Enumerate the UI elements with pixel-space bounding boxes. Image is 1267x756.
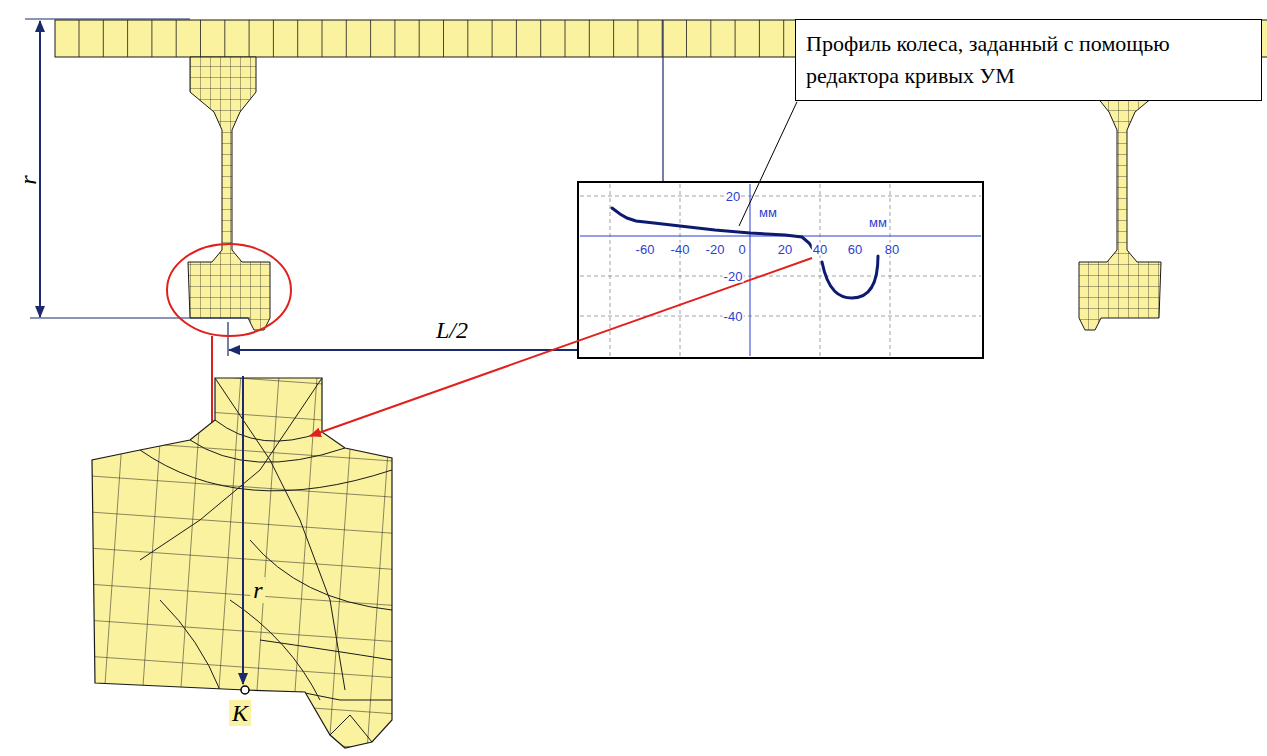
- mesh-line: [492, 20, 493, 57]
- wheel-mesh: [188, 57, 270, 330]
- mesh-line: [637, 20, 638, 57]
- axis-tick: -40: [670, 243, 691, 256]
- mesh-line: [443, 20, 444, 57]
- dimension-lines: [25, 19, 663, 356]
- mesh-line: [467, 20, 468, 57]
- mesh-line: [346, 20, 347, 57]
- mesh-line: [686, 20, 687, 57]
- mesh-line: [322, 20, 323, 57]
- mesh-line: [565, 20, 566, 57]
- axis-tick: 0: [737, 243, 746, 256]
- mesh-line: [79, 20, 80, 57]
- leader-line: [739, 102, 797, 226]
- mesh-line: [200, 20, 201, 57]
- mesh-line: [249, 20, 250, 57]
- mesh-line: [759, 20, 760, 57]
- zoom-mesh: [80, 370, 410, 756]
- mesh-line: [151, 20, 152, 57]
- mesh-line: [103, 20, 104, 57]
- radius-line: [242, 376, 244, 684]
- callout-text: Профиль колеса, заданный с помощью редак…: [806, 28, 1251, 92]
- axis-tick: 20: [777, 243, 793, 256]
- point-label: K: [229, 700, 251, 726]
- mesh-line: [589, 20, 590, 57]
- mesh-line: [783, 20, 784, 57]
- point-k: [241, 686, 249, 694]
- axis-tick: -20: [705, 243, 726, 256]
- dimension-label: r: [250, 577, 265, 603]
- mesh-line: [176, 20, 177, 57]
- axis-tick: -40: [723, 310, 744, 323]
- mesh-line: [370, 20, 371, 57]
- mesh-line: [710, 20, 711, 57]
- mesh-line: [419, 20, 420, 57]
- mesh-line: [735, 20, 736, 57]
- mesh-line: [516, 20, 517, 57]
- axis-tick: -60: [635, 243, 656, 256]
- axis-unit: мм: [758, 206, 778, 219]
- mesh-line: [273, 20, 274, 57]
- mesh-line: [613, 20, 614, 57]
- mesh-line: [127, 20, 128, 57]
- highlight-ellipse: [167, 244, 291, 336]
- callout-box: Профиль колеса, заданный с помощью редак…: [795, 19, 1262, 101]
- axis-tick: 20: [725, 190, 741, 203]
- axis-tick: 60: [847, 243, 863, 256]
- mesh-line: [224, 20, 225, 57]
- axis-tick: 80: [884, 243, 900, 256]
- axis-tick: 40: [812, 243, 828, 256]
- mesh-line: [540, 20, 541, 57]
- mesh-line: [394, 20, 395, 57]
- axis-unit: мм: [868, 216, 888, 229]
- zoom-arrow: [310, 258, 812, 436]
- mesh-line: [297, 20, 298, 57]
- dimension-label: r: [15, 172, 41, 187]
- dimension-label: L/2: [433, 317, 471, 343]
- axis-tick: -20: [723, 270, 744, 283]
